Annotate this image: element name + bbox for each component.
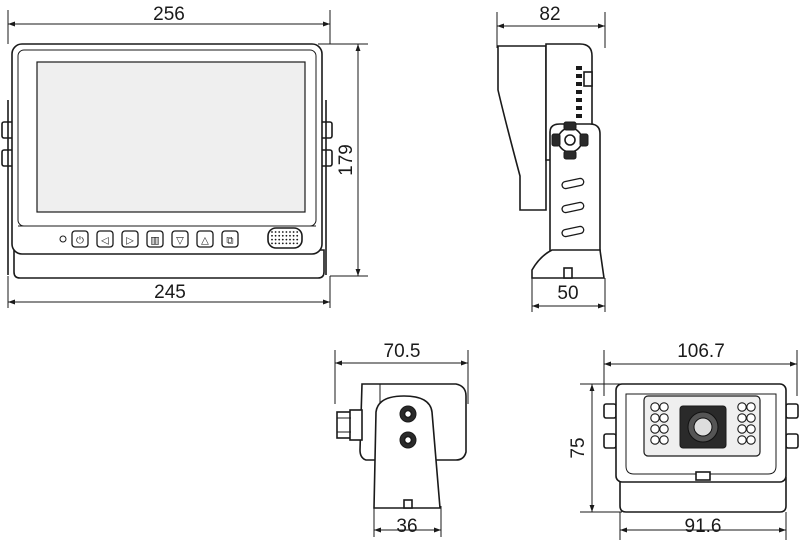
dim-camera-side-base: 36	[373, 506, 442, 537]
menu-icon: ▥	[150, 236, 159, 247]
camera-front-view: 106.7 75 91.6	[568, 341, 799, 540]
monitor-base	[13, 249, 325, 279]
dim-monitor-depth: 82	[496, 4, 606, 48]
label-36: 36	[396, 516, 417, 537]
monitor-base-side	[531, 249, 605, 279]
dim-monitor-height: 179	[318, 43, 368, 277]
up-arrow-button[interactable]: △	[196, 230, 214, 248]
monitor-button-row: ⏻ ◁ ▷ ▥ ▽ △ ⧉	[71, 230, 239, 248]
label-106-7: 106.7	[677, 341, 725, 362]
left-arrow-icon: ◁	[101, 236, 109, 247]
label-70-5: 70.5	[384, 341, 421, 362]
label-50: 50	[557, 283, 578, 304]
label-75: 75	[568, 437, 589, 458]
source-button[interactable]: ⧉	[221, 230, 239, 248]
dim-monitor-base-depth: 50	[531, 278, 606, 312]
label-82: 82	[539, 4, 560, 25]
camera-side-view: 70.5 36	[334, 341, 469, 537]
down-arrow-button[interactable]: ▽	[171, 230, 189, 248]
right-arrow-button[interactable]: ▷	[121, 230, 139, 248]
camera-connector	[336, 409, 363, 441]
tilt-knob	[551, 121, 589, 160]
speaker-grille	[267, 227, 303, 249]
right-arrow-icon: ▷	[126, 236, 134, 247]
dim-camera-front-height: 75	[568, 383, 622, 513]
label-245: 245	[154, 282, 186, 303]
label-256: 256	[153, 4, 185, 25]
label-179: 179	[336, 144, 357, 176]
monitor-screen	[36, 61, 306, 213]
power-led	[59, 235, 67, 243]
camera-bracket-side	[373, 395, 441, 509]
dim-monitor-width-bottom: 245	[7, 276, 331, 308]
monitor-front-view: 256 179 245	[1, 4, 368, 308]
left-arrow-button[interactable]: ◁	[96, 230, 114, 248]
down-arrow-icon: ▽	[176, 236, 184, 247]
camera-mount-base	[619, 477, 787, 513]
power-icon: ⏻	[76, 236, 84, 247]
camera-lens	[679, 405, 727, 449]
right-bracket	[319, 100, 333, 275]
ir-led-array	[650, 402, 756, 445]
up-arrow-icon: △	[201, 236, 209, 247]
dim-camera-front-width-bottom: 91.6	[619, 512, 787, 540]
label-91-6: 91.6	[685, 516, 722, 537]
monitor-rear-shell	[497, 45, 547, 211]
source-icon: ⧉	[226, 236, 233, 247]
dim-monitor-width-top: 256	[7, 4, 331, 44]
power-button[interactable]: ⏻	[71, 230, 89, 248]
monitor-bracket-arm	[549, 123, 601, 263]
dim-camera-front-width-top: 106.7	[603, 341, 798, 396]
monitor-side-view: 82 50	[496, 4, 606, 312]
dim-camera-side-width: 70.5	[334, 341, 469, 404]
menu-button[interactable]: ▥	[146, 230, 164, 248]
